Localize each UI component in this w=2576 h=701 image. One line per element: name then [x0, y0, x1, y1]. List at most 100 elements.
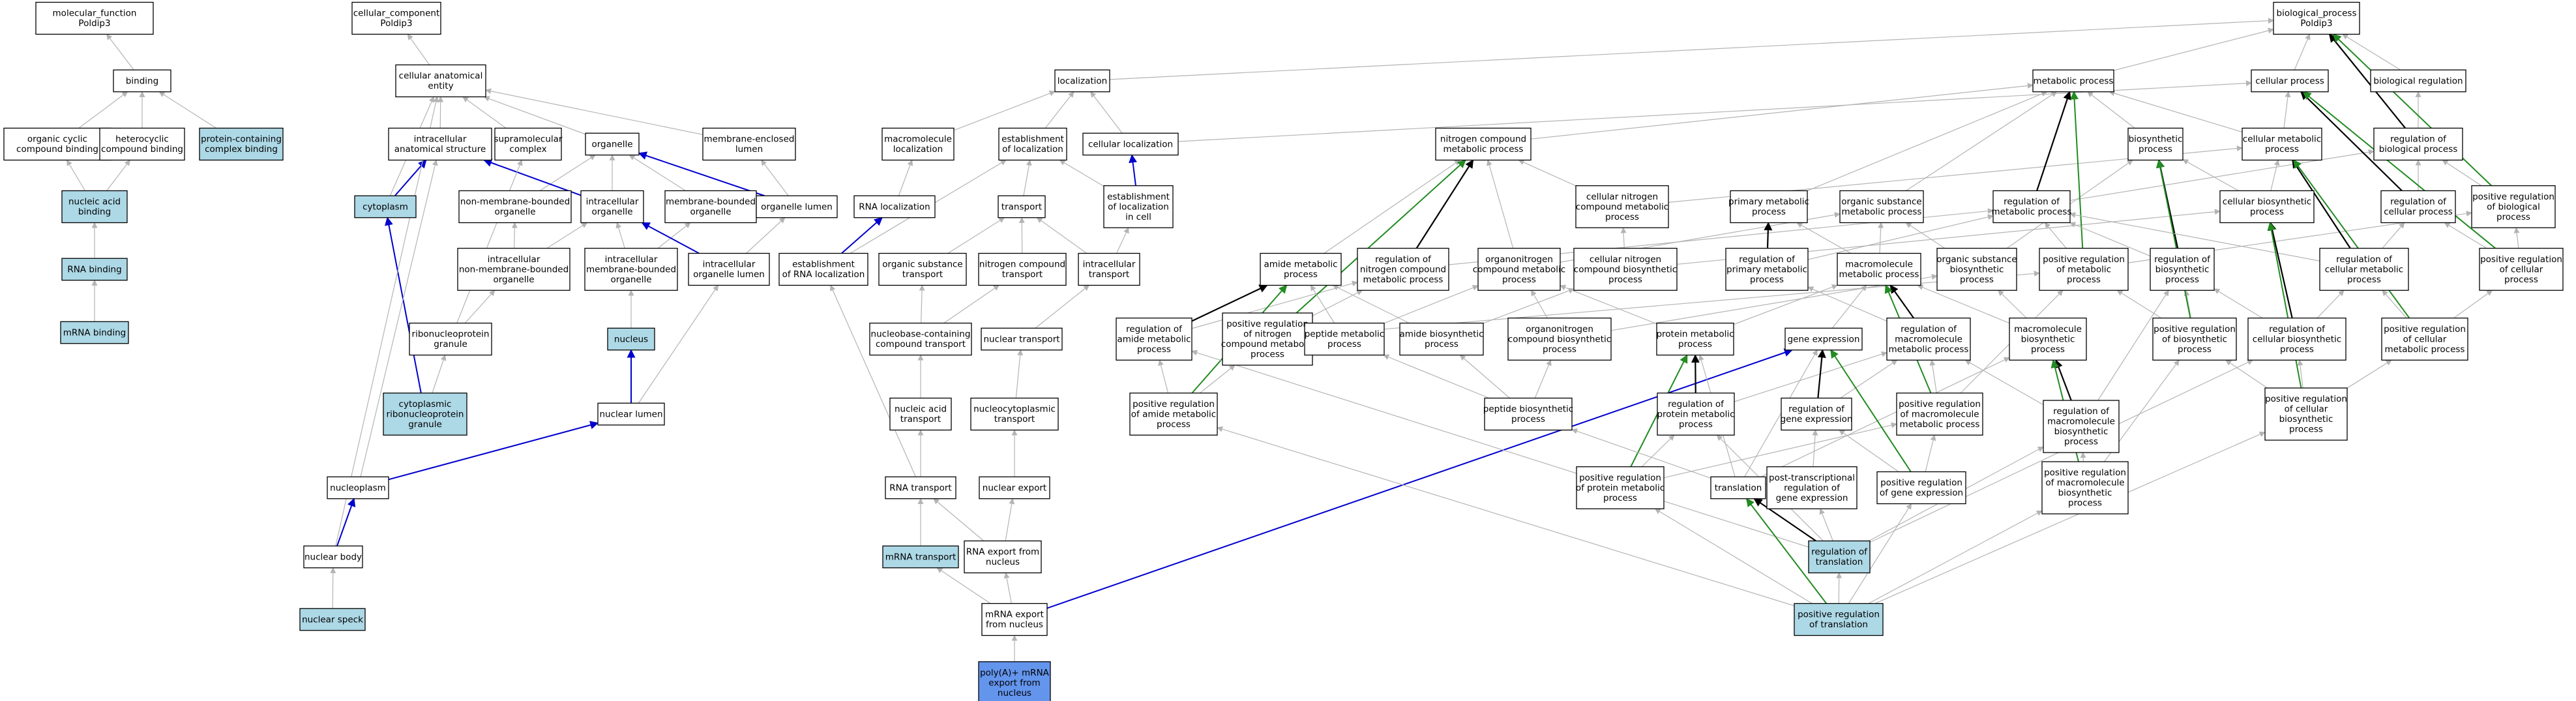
term-node-intracellular-non-membrane-bounded-organelle[interactable]: intracellularnon-membrane-boundedorganel… — [457, 248, 570, 291]
term-node-nuclear-speck[interactable]: nuclear speck — [299, 608, 366, 631]
term-node-rna-transport[interactable]: RNA transport — [885, 476, 956, 500]
term-node-biological-regulation[interactable]: biological regulation — [2370, 69, 2466, 93]
term-node-cellular-process[interactable]: cellular process — [2251, 69, 2329, 93]
term-node-translation[interactable]: translation — [1710, 476, 1766, 500]
term-node-rna-localization[interactable]: RNA localization — [853, 195, 936, 218]
term-node-mrna-transport[interactable]: mRNA transport — [882, 545, 959, 569]
term-node-organelle[interactable]: organelle — [585, 132, 640, 156]
term-node-nucleoplasm[interactable]: nucleoplasm — [327, 476, 389, 500]
term-node-mrna-binding[interactable]: mRNA binding — [60, 321, 129, 344]
term-node-metabolic-process[interactable]: metabolic process — [2032, 69, 2114, 93]
term-node-rna-binding[interactable]: RNA binding — [61, 258, 128, 281]
term-node-nuclear-export[interactable]: nuclear export — [979, 476, 1050, 500]
term-node-nuclear-lumen[interactable]: nuclear lumen — [597, 402, 665, 426]
term-node-cellular-localization[interactable]: cellular localization — [1082, 132, 1179, 156]
term-node-organelle-lumen[interactable]: organelle lumen — [756, 195, 838, 218]
term-node-nuclear-body[interactable]: nuclear body — [303, 545, 363, 569]
term-node-nucleus[interactable]: nucleus — [607, 327, 655, 351]
term-node-nuclear-transport[interactable]: nuclear transport — [981, 327, 1063, 351]
term-node-localization[interactable]: localization — [1054, 69, 1110, 93]
term-node-cytoplasm[interactable]: cytoplasm — [354, 195, 417, 218]
term-node-transport[interactable]: transport — [998, 195, 1046, 218]
term-node-regulation-of-macromolecule-biosynthetic-process[interactable]: regulation ofmacromoleculebiosyntheticpr… — [2043, 400, 2120, 453]
term-node-binding[interactable]: binding — [113, 69, 171, 93]
term-node-gene-expression[interactable]: gene expression — [1784, 327, 1863, 351]
